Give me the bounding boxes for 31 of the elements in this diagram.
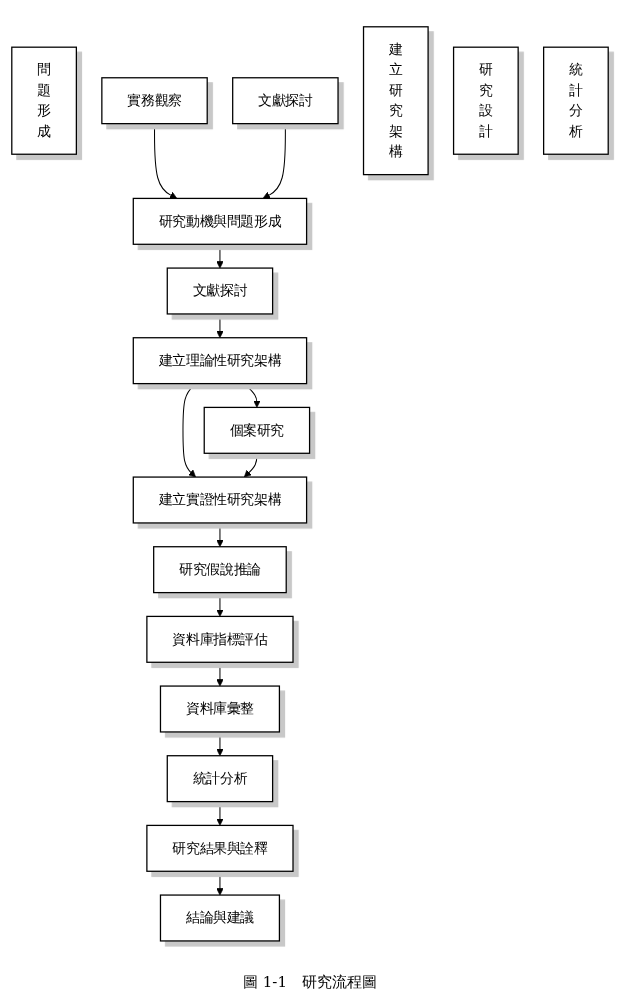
node-box: 文獻探討 [232, 76, 339, 124]
arrow [216, 243, 224, 269]
node-box: 實務觀察 [101, 76, 208, 124]
arrow [154, 122, 178, 199]
node-box: 建立實證性研究架構 [132, 476, 308, 524]
arrow [216, 313, 224, 338]
node-box: 研究動機與問題形成 [132, 197, 308, 245]
node-box: 資料庫指標評估 [146, 615, 294, 663]
arrow [262, 122, 286, 199]
arrow [216, 870, 224, 896]
arrow [216, 522, 224, 547]
arrow [243, 452, 258, 478]
node-box: 個案研究 [203, 406, 311, 454]
arrow [216, 661, 224, 687]
arrow [216, 800, 224, 826]
arrow [182, 382, 197, 478]
node-box: 問題形成 [11, 46, 77, 155]
node-box: 結論與建議 [159, 894, 281, 942]
node-box: 研究設計 [452, 46, 519, 155]
node-box: 文獻探討 [166, 267, 274, 315]
figure-caption: 圖 1-1 研究流程圖 [243, 972, 377, 993]
arrow [216, 731, 224, 756]
node-box: 統計分析 [166, 754, 274, 802]
node-box: 建立研究架構 [362, 25, 429, 175]
arrow [216, 591, 224, 617]
node-box: 研究假說推論 [153, 545, 287, 593]
arrow [243, 382, 261, 408]
node-box: 資料庫彙整 [159, 685, 281, 733]
node-box: 統計分析 [543, 46, 609, 155]
node-box: 研究結果與詮釋 [146, 824, 294, 872]
node-box: 建立理論性研究架構 [132, 336, 308, 384]
